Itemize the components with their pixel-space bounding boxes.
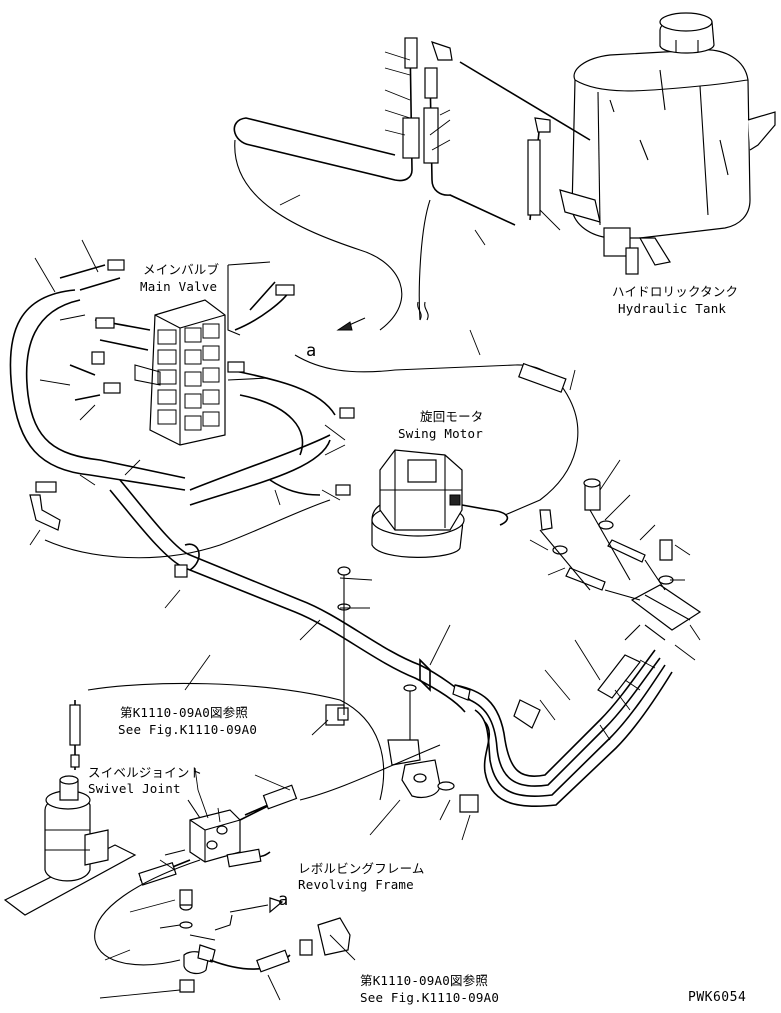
- revolving-frame-label-en: Revolving Frame: [298, 877, 414, 892]
- valve-block: [87, 682, 441, 886]
- swivel-joint: [3, 700, 137, 916]
- lower-elbow-hose: [94, 859, 351, 993]
- main-valve-label-en: Main Valve: [140, 279, 218, 294]
- main-valve: [134, 261, 271, 446]
- drawing-code: PWK6054: [688, 990, 747, 1005]
- swivel-joint-label-jp: スイベルジョイント: [88, 765, 203, 780]
- figure-reference-lower-jp: 第K1110-09A0図参照: [360, 973, 489, 988]
- main-valve-hoses: [9, 259, 355, 531]
- revolving-frame-label-jp: レボルビングフレーム: [298, 861, 425, 876]
- tube-bundle: [109, 479, 673, 807]
- figure-reference-upper-en: See Fig.K1110-09A0: [118, 722, 258, 737]
- upper-hoses: [233, 37, 591, 331]
- revolving-frame-bracket: [337, 566, 479, 813]
- swivel-joint-label-en: Swivel Joint: [88, 781, 181, 796]
- hardware-clamps: [539, 478, 702, 631]
- swing-hoses: [44, 354, 579, 559]
- swing-motor-label-en: Swing Motor: [398, 426, 483, 441]
- marker-a-lower: a: [278, 890, 289, 910]
- main-valve-label-jp: メインバルブ: [143, 262, 220, 277]
- marker-arrows: [336, 301, 429, 331]
- figure-reference-upper-jp: 第K1110-09A0図参照: [120, 705, 249, 720]
- swing-motor-label-jp: 旋回モータ: [420, 409, 484, 424]
- hydraulic-tank-label-en: Hydraulic Tank: [618, 301, 727, 316]
- hydraulic-tank: [559, 12, 776, 275]
- hydraulic-tank-label-jp: ハイドロリックタンク: [612, 284, 739, 299]
- figure-reference-lower-en: See Fig.K1110-09A0: [360, 990, 500, 1005]
- swing-motor: [371, 449, 509, 558]
- leader-lines: [29, 51, 701, 1001]
- marker-a-upper: a: [306, 341, 317, 361]
